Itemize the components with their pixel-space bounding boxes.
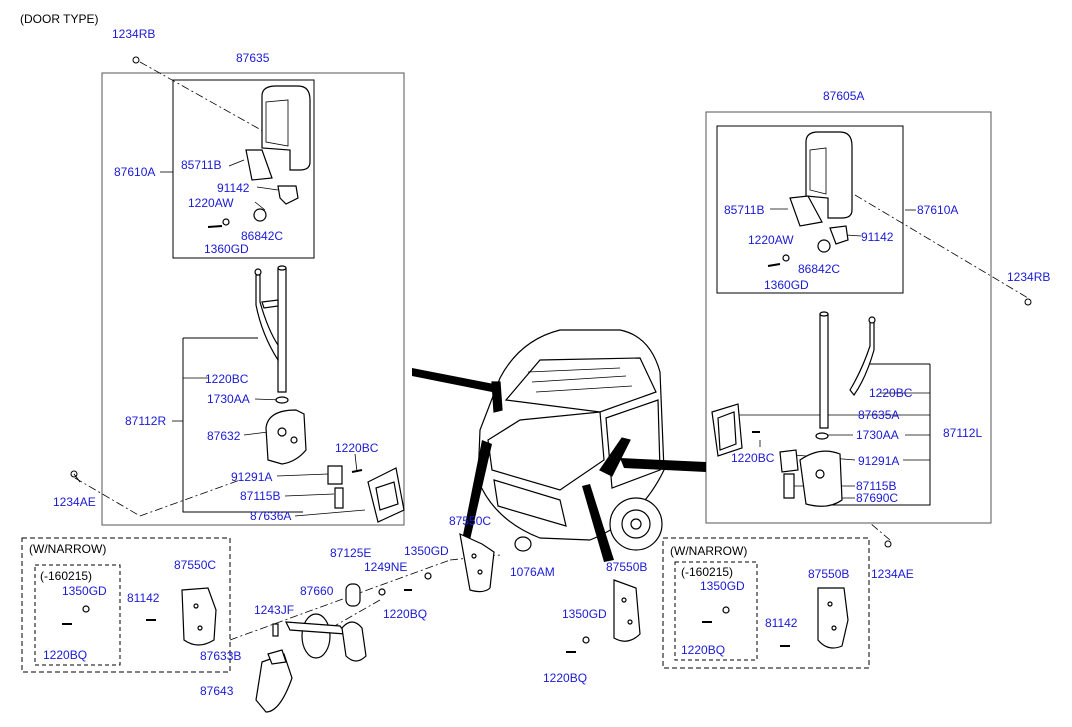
label-1076AM: 1076AM (510, 565, 555, 579)
narrow-left-subtitle: (-160215) (40, 569, 93, 583)
label-1730AA-left: 1730AA (207, 392, 250, 406)
door-type-heading: (DOOR TYPE) (20, 12, 99, 26)
label-87115B-left: 87115B (240, 489, 281, 503)
left-narrow-box (21, 537, 231, 673)
right-bolts (884, 298, 1032, 548)
label-1360GD-right: 1360GD (764, 278, 809, 292)
label-1234AE-right: 1234AE (871, 567, 914, 581)
label-1220BC-left-1: 1220BC (205, 372, 249, 386)
label-1234AE-left: 1234AE (53, 495, 96, 509)
label-87633B: 87633B (200, 649, 242, 663)
label-91142-left: 91142 (217, 181, 250, 195)
left-mirror-housing (207, 85, 311, 228)
right-narrow-inner-box (674, 561, 758, 661)
label-1350GD-mid: 1350GD (404, 544, 449, 558)
label-1220BC-left-2: 1220BC (335, 441, 379, 455)
right-mirror-head-frame (716, 125, 904, 294)
left-mirror-arm (254, 265, 405, 523)
left-bolts (70, 56, 140, 483)
label-1730AA-right: 1730AA (856, 428, 899, 442)
left-mirror-head-frame (172, 79, 315, 259)
label-87550C-narrow-left: 87550C (174, 558, 217, 572)
label-91291A-left: 91291A (231, 470, 273, 484)
label-87550B-mid: 87550B (606, 560, 648, 574)
mudflap-87550C-mid (459, 532, 495, 593)
cap-1076AM (514, 536, 532, 552)
label-87632: 87632 (207, 429, 241, 443)
label-87610A-right: 87610A (917, 203, 959, 217)
mudflap-87550B-mid (613, 579, 641, 642)
label-87550B-narrow-right: 87550B (808, 567, 850, 581)
right-mirror-housing (767, 131, 853, 267)
label-81142-narrow-left: 81142 (127, 591, 160, 605)
truck-cab (477, 329, 665, 551)
label-87690C: 87690C (856, 491, 899, 505)
left-assembly-frame (101, 72, 405, 526)
label-87635: 87635 (236, 51, 270, 65)
label-1360GD-left: 1360GD (204, 242, 249, 256)
right-bracket-frame (830, 364, 931, 506)
label-87550C-mid: 87550C (449, 514, 492, 528)
label-1220BQ-narrow-right: 1220BQ (681, 643, 726, 657)
left-bracket-frame (182, 338, 303, 513)
label-87660: 87660 (300, 584, 334, 598)
right-mirror-arm (711, 311, 876, 507)
label-1234RB-left: 1234RB (112, 27, 156, 41)
narrow-right-parts (702, 587, 849, 649)
label-85711B-left: 85711B (181, 158, 222, 172)
label-1220AW-left: 1220AW (188, 196, 234, 210)
label-87112L: 87112L (943, 426, 983, 440)
pointer-wedges (412, 368, 706, 562)
label-1350GD-mid2: 1350GD (562, 607, 607, 621)
label-87112R: 87112R (125, 414, 167, 428)
label-87115B-right: 87115B (856, 479, 897, 493)
narrow-right-title: (W/NARROW) (670, 544, 748, 558)
label-1220BQ-mid2: 1220BQ (543, 671, 588, 685)
right-assembly-frame (705, 111, 992, 524)
label-91142-right: 91142 (861, 230, 894, 244)
label-1220BC-right-1: 1220BC (869, 386, 913, 400)
label-87605A: 87605A (823, 89, 865, 103)
label-87610A-left: 87610A (114, 165, 156, 179)
left-narrow-inner-box (34, 564, 121, 666)
label-81142-narrow-right: 81142 (765, 616, 798, 630)
label-85711B-right: 85711B (724, 203, 765, 217)
label-1249NE: 1249NE (364, 560, 408, 574)
label-86842C-left: 86842C (241, 229, 284, 243)
narrow-left-parts (62, 587, 217, 646)
label-1243JF: 1243JF (254, 603, 295, 617)
label-1220BQ-mid: 1220BQ (383, 607, 428, 621)
narrow-left-title: (W/NARROW) (29, 542, 107, 556)
mirror-87660-assembly (255, 583, 367, 713)
label-86842C-right: 86842C (798, 262, 841, 276)
label-87125E: 87125E (330, 546, 372, 560)
label-1350GD-narrow-left: 1350GD (62, 584, 107, 598)
bolts-mid (378, 572, 590, 653)
label-1220BQ-narrow-left: 1220BQ (43, 648, 88, 662)
label-87643: 87643 (200, 684, 234, 698)
label-91291A-right: 91291A (858, 454, 900, 468)
label-87636A: 87636A (250, 509, 292, 523)
label-1350GD-narrow-right: 1350GD (700, 579, 745, 593)
label-87635A: 87635A (858, 408, 900, 422)
label-1234RB-right: 1234RB (1007, 270, 1051, 284)
narrow-right-subtitle: (-160215) (681, 565, 734, 579)
label-1220AW-right: 1220AW (748, 233, 794, 247)
label-1220BC-right-2: 1220BC (731, 451, 775, 465)
left-leader-lines (74, 61, 366, 517)
